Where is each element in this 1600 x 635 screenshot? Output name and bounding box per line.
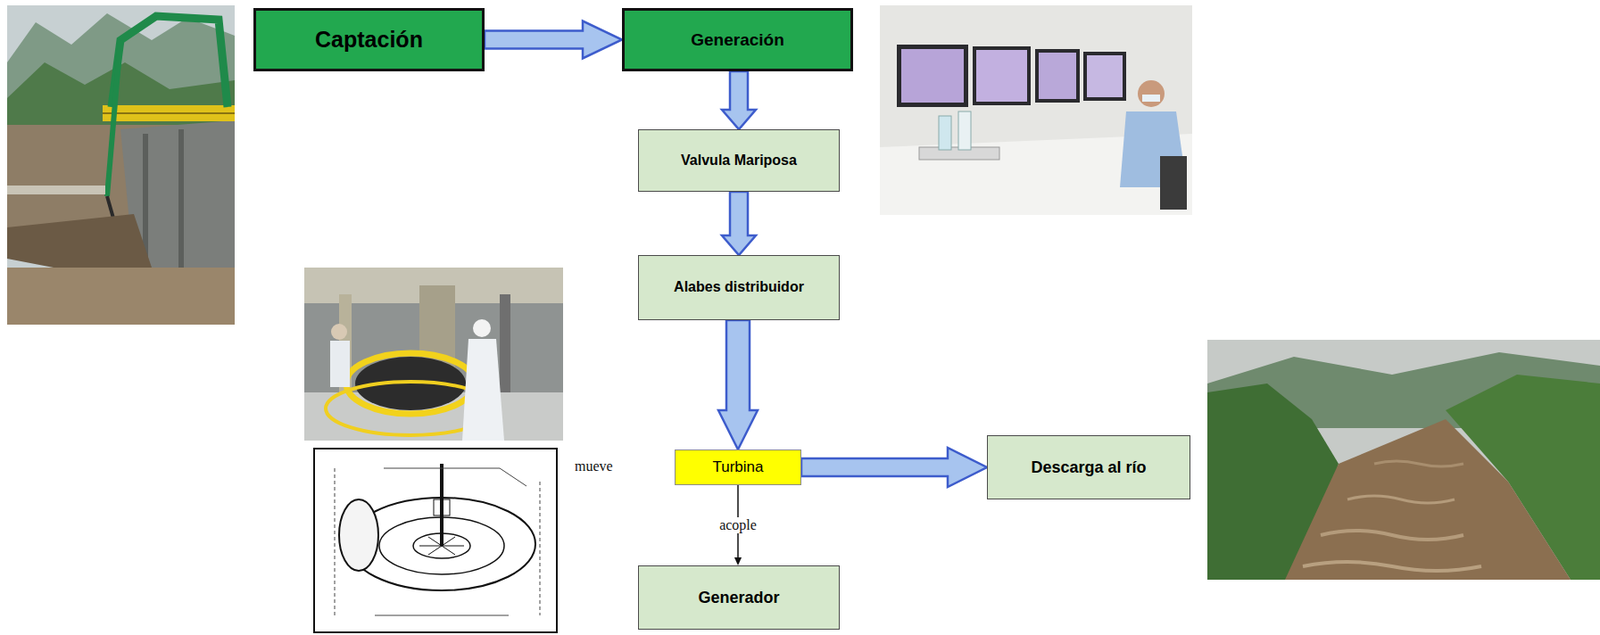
- screen: [1038, 52, 1077, 100]
- block-arrow: [721, 191, 756, 256]
- wall-joint: [142, 133, 149, 259]
- spray-bottle: [958, 111, 971, 150]
- process-box: Valvula Mariposa: [638, 129, 840, 192]
- wall-joint: [178, 129, 184, 273]
- vane: [428, 537, 456, 556]
- monitor: [972, 46, 1031, 106]
- hub: [433, 499, 450, 516]
- turbine-box: Turbina: [674, 449, 802, 486]
- spiral-casing-drawing: [314, 448, 557, 633]
- flow-connector: [484, 21, 622, 59]
- debris: [7, 214, 152, 268]
- green-crane: [111, 16, 228, 108]
- block-arrow: [721, 71, 756, 130]
- drawing-frame: [314, 448, 557, 633]
- brown-water: [7, 267, 235, 325]
- inlet-opening: [339, 499, 379, 572]
- flow-connector: [718, 320, 758, 450]
- hall: [304, 267, 564, 441]
- dimension-line: [374, 615, 509, 617]
- node-text: Descarga al río: [1030, 458, 1146, 478]
- worker-helmet: [472, 319, 491, 338]
- process-box: Generador: [638, 565, 840, 631]
- worker-white-suit: [462, 339, 505, 441]
- leader-line: [499, 468, 527, 487]
- sky: [7, 5, 235, 325]
- chair: [1160, 156, 1187, 210]
- monitor: [1035, 49, 1080, 103]
- wave: [1347, 496, 1455, 504]
- vane: [428, 537, 456, 556]
- monitor: [1083, 51, 1127, 101]
- connector-label: acople: [717, 517, 759, 534]
- yellow-railing: [102, 105, 235, 122]
- river-photo: [1207, 339, 1600, 581]
- arrowhead: [734, 557, 742, 566]
- block-arrow: [718, 320, 758, 450]
- flow-connector: [721, 191, 756, 256]
- node-text: Alabes distribuidor: [673, 279, 805, 296]
- intake-photo: [7, 5, 235, 325]
- turbine-pit-photo: [304, 267, 564, 441]
- control-room-photo: [879, 5, 1193, 216]
- node-text: Turbina: [712, 458, 763, 477]
- node-text: Generador: [697, 588, 780, 608]
- wave: [1374, 461, 1464, 467]
- node-text: Captación: [315, 26, 423, 53]
- dimension-line: [334, 468, 336, 616]
- dimension-line: [383, 468, 500, 470]
- stage-box: Captación: [253, 8, 485, 72]
- railing-bar: [102, 112, 235, 115]
- person-head: [1137, 80, 1165, 108]
- stage-box: Generación: [621, 8, 854, 72]
- wall: [879, 5, 1193, 216]
- flow-connector: [801, 447, 987, 488]
- block-arrow: [484, 21, 622, 59]
- monitor: [896, 44, 969, 108]
- pipe: [499, 294, 511, 402]
- face-mask: [1142, 94, 1161, 102]
- node-text: Generación: [690, 30, 785, 50]
- process-box: Descarga al río: [986, 435, 1191, 500]
- dimension-line: [539, 481, 541, 616]
- worker-head: [331, 323, 348, 340]
- screen: [1086, 55, 1123, 98]
- screen: [976, 49, 1028, 102]
- annotation-label: mueve: [572, 458, 615, 475]
- process-box: Alabes distribuidor: [638, 255, 840, 321]
- walkway: [7, 185, 106, 195]
- crane-arm: [107, 40, 121, 197]
- wave: [1320, 530, 1464, 540]
- brown-river: [1284, 419, 1571, 581]
- worker: [330, 340, 350, 388]
- flow-connector: [721, 71, 756, 130]
- screen: [901, 49, 964, 103]
- wave: [1302, 562, 1482, 572]
- sanitizer-bottle: [938, 116, 952, 150]
- shaft: [439, 464, 444, 547]
- sky: [1207, 339, 1600, 581]
- node-text: Valvula Mariposa: [680, 152, 797, 169]
- block-arrow: [801, 447, 987, 488]
